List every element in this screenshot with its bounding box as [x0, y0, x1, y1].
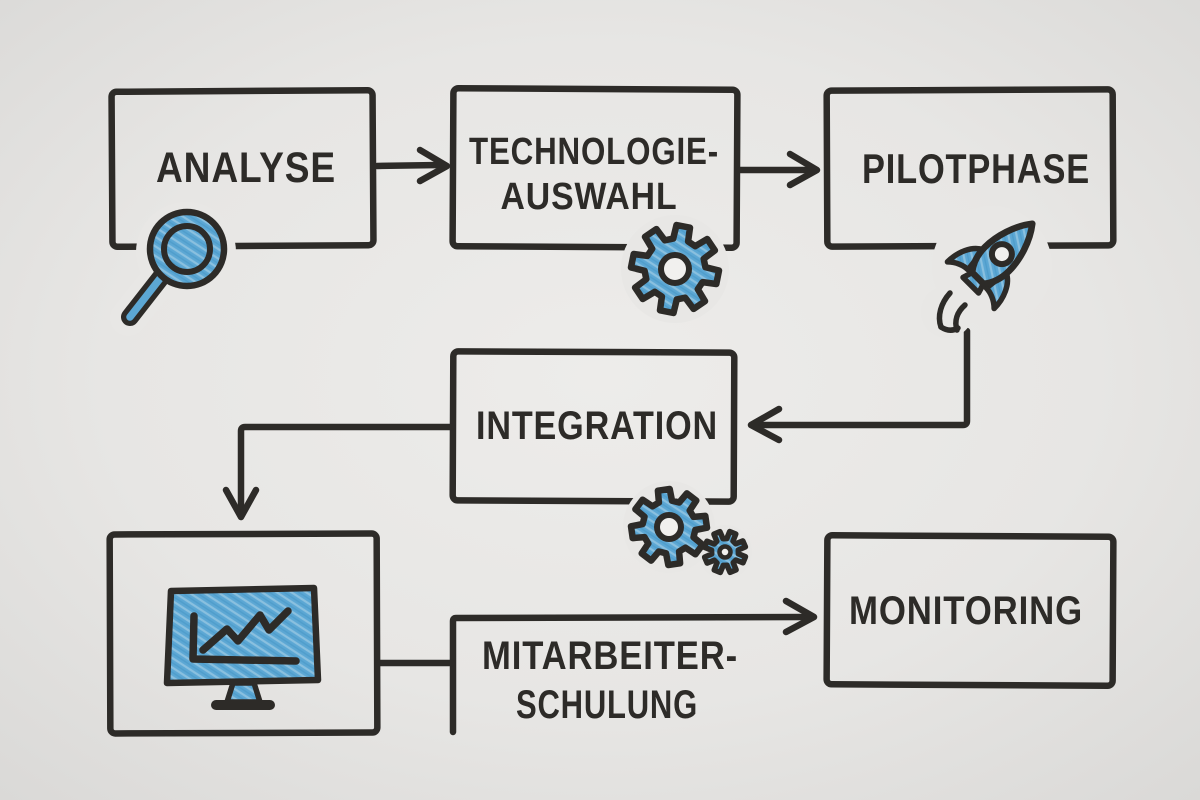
double-gear-icon	[623, 481, 752, 579]
dashboard-box	[106, 530, 381, 737]
arrow-analyse-to-technologie	[373, 146, 451, 185]
monitoring-box	[823, 532, 1117, 689]
chart-line	[199, 607, 292, 654]
rocket-icon	[921, 206, 1052, 338]
monitor-chart-icon	[163, 584, 322, 710]
mitarbeiter-schulung-frame	[449, 613, 810, 736]
node-pilotphase: PILOTPHASE	[823, 86, 1117, 250]
gear-icon	[621, 215, 729, 323]
node-integration: INTEGRATION	[449, 348, 738, 505]
node-dashboard	[106, 530, 381, 737]
pilotphase-label: PILOTPHASE	[862, 145, 1090, 192]
technologie-auswahl-box	[449, 85, 741, 251]
rocket-exhaust	[936, 290, 968, 333]
analyse-box	[108, 86, 377, 251]
arrow-technologie-to-pilotphase	[736, 150, 821, 189]
analyse-label: ANALYSE	[156, 144, 336, 192]
node-technologie-auswahl: TECHNOLOGIE- AUSWAHL	[449, 85, 741, 251]
node-analyse: ANALYSE	[108, 86, 377, 251]
technologie-auswahl-label-line2: AUSWAHL	[501, 176, 678, 218]
monitor-base	[211, 700, 275, 710]
monitoring-label: MONITORING	[849, 589, 1083, 633]
arrow-schulung-to-monitoring-head	[782, 597, 818, 636]
node-monitoring: MONITORING	[823, 532, 1117, 689]
arrow-integration-to-dashboard	[222, 423, 456, 521]
magnifier-icon	[110, 202, 236, 336]
monitor-stand	[224, 680, 263, 705]
node-mitarbeiter-schulung: MITARBEITER- SCHULUNG	[449, 597, 818, 736]
technologie-auswahl-label-line1: TECHNOLOGIE-	[469, 131, 719, 173]
arrow-pilotphase-to-integration	[747, 327, 971, 444]
integration-label: INTEGRATION	[476, 404, 718, 448]
mitarbeiter-schulung-label-line1: MITARBEITER-	[482, 634, 738, 678]
chart-axis	[189, 612, 300, 665]
mitarbeiter-schulung-label-line2: SCHULUNG	[516, 683, 698, 727]
